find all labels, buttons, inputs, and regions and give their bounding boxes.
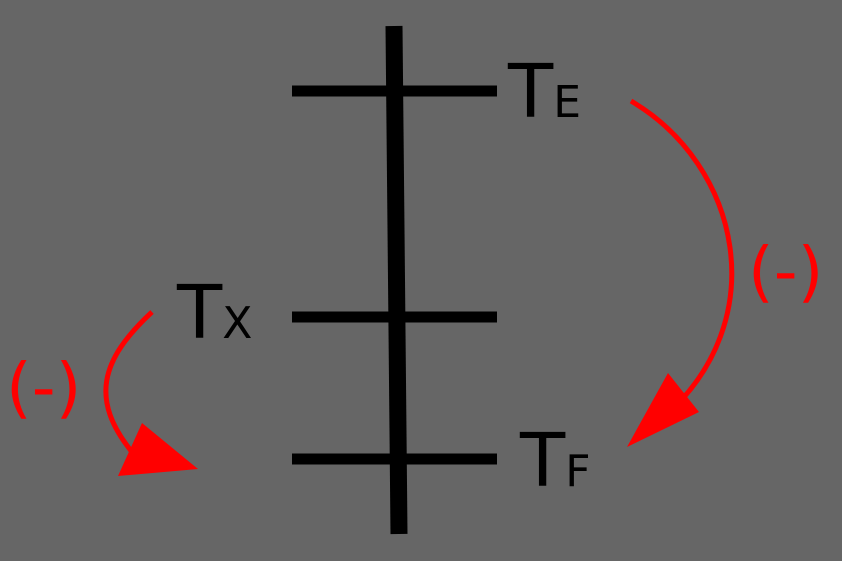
arrow-te-to-tf-head (627, 373, 699, 447)
label-tx-main: T (176, 270, 223, 356)
label-tx-sub: X (222, 298, 252, 349)
vertical-axis (385, 25, 408, 535)
label-tf-main: T (519, 418, 566, 504)
sign-right: (-) (748, 233, 823, 310)
label-te: TE (507, 49, 581, 135)
sign-left: (-) (6, 349, 81, 426)
label-tf-sub: F (565, 446, 590, 497)
arrow-tx-down-head (118, 423, 198, 476)
label-tx: TX (176, 270, 252, 356)
arrow-te-to-tf (629, 98, 735, 420)
label-tf: TF (519, 418, 591, 504)
arrow-tx-down (103, 310, 154, 454)
label-te-main: T (507, 49, 554, 135)
label-te-sub: E (553, 77, 581, 128)
